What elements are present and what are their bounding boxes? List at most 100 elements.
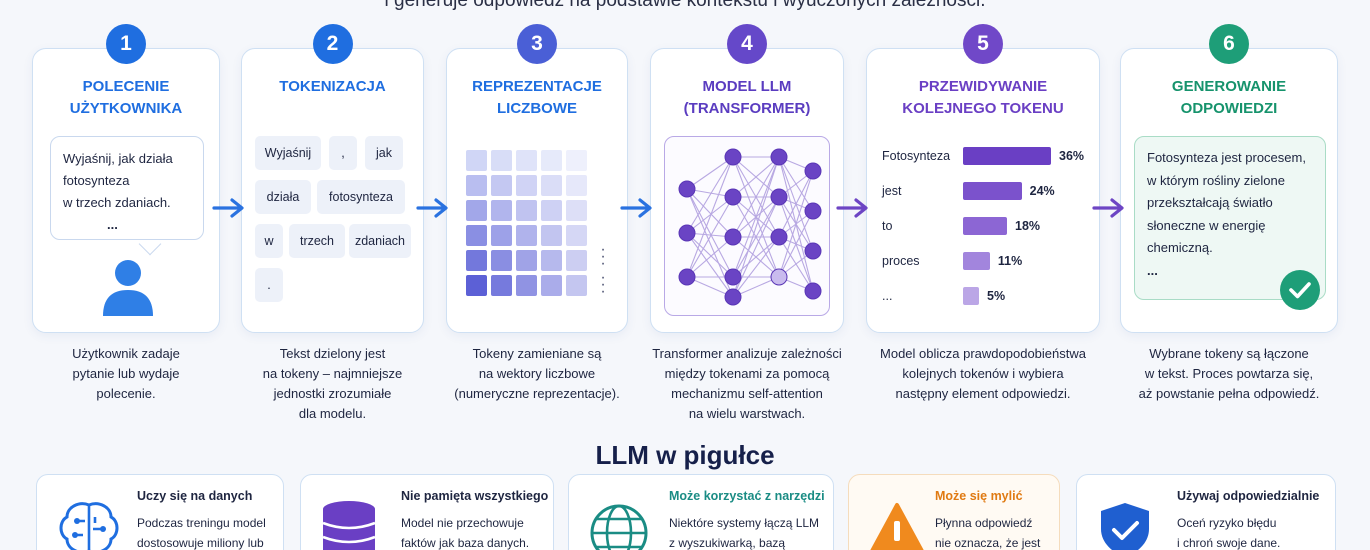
- network-connection: [686, 196, 734, 278]
- arrow-right-icon: [836, 198, 868, 218]
- token-chip: ,: [329, 136, 357, 170]
- vector-cell: [566, 225, 587, 246]
- token-chip: zdaniach: [349, 224, 411, 258]
- network-connection: [686, 188, 734, 278]
- vector-cell: [541, 175, 562, 196]
- network-node: [678, 224, 696, 242]
- network-connection: [732, 236, 780, 298]
- network-node: [724, 268, 742, 286]
- token-chip: działa: [255, 180, 311, 214]
- vector-cell: [516, 275, 537, 296]
- probability-bar: [963, 147, 1051, 165]
- neural-network-box: [664, 136, 830, 316]
- vector-cell: [541, 225, 562, 246]
- prompt-speech-bubble: Wyjaśnij, jak działa fotosynteza w trzec…: [50, 136, 204, 240]
- network-connection: [778, 210, 814, 278]
- network-node: [770, 148, 788, 166]
- network-connection: [686, 196, 734, 234]
- probability-percent: 5%: [987, 289, 1006, 303]
- network-node: [770, 228, 788, 246]
- token-chip: Wyjaśnij: [255, 136, 321, 170]
- warning-icon: [870, 503, 924, 550]
- arrow-right-icon: [416, 198, 448, 218]
- vector-cell: [491, 250, 512, 271]
- token-chip: w: [255, 224, 283, 258]
- vector-cell: [541, 200, 562, 221]
- network-connection: [732, 156, 780, 238]
- summary-card-tools: Może korzystać z narzędzi Niektóre syste…: [568, 474, 834, 550]
- step-title: MODEL LLM (TRANSFORMER): [683, 78, 811, 117]
- network-node: [724, 148, 742, 166]
- vector-cell: [516, 175, 537, 196]
- network-connection: [686, 232, 734, 298]
- database-icon: [322, 501, 376, 550]
- network-node: [804, 162, 822, 180]
- prediction-token: Fotosynteza: [882, 149, 951, 163]
- vector-cell: [466, 200, 487, 221]
- step-description: Użytkownik zadaje pytanie lub wydaje pol…: [72, 346, 180, 401]
- more-rows-dots: ···: [600, 241, 606, 272]
- vector-cell: [516, 225, 537, 246]
- step-description: Transformer analizuje zależności między …: [652, 346, 842, 421]
- vector-cell: [566, 200, 587, 221]
- step-number-badge: 5: [963, 24, 1003, 64]
- step-title: POLECENIE UŻYTKOWNIKA: [69, 78, 183, 117]
- network-connection: [686, 156, 734, 278]
- prediction-token: jest: [882, 184, 902, 198]
- token-chip: jak: [365, 136, 403, 170]
- step-title: GENEROWANIE ODPOWIEDZI: [1171, 78, 1287, 117]
- intro-text: i generuje odpowiedź na podstawie kontek…: [384, 0, 986, 11]
- vector-cell: [466, 275, 487, 296]
- token-chip: fotosynteza: [317, 180, 405, 214]
- network-connection: [732, 156, 780, 198]
- vector-cell: [566, 275, 587, 296]
- prediction-token: proces: [882, 254, 920, 268]
- probability-percent: 24%: [1029, 184, 1055, 198]
- network-connection: [732, 196, 780, 298]
- vector-cell: [516, 150, 537, 171]
- network-node: [724, 288, 742, 306]
- more-rows-dots: ···: [600, 269, 606, 300]
- vector-cell: [466, 175, 487, 196]
- probability-bar: [963, 252, 990, 270]
- summary-card-memory: Nie pamięta wszystkiego Model nie przech…: [300, 474, 554, 550]
- prediction-token: to: [882, 219, 893, 233]
- vector-cell: [516, 200, 537, 221]
- network-node: [770, 188, 788, 206]
- token-chip: .: [255, 268, 283, 302]
- vector-cell: [541, 250, 562, 271]
- network-connection: [686, 236, 734, 278]
- step-description: Tekst dzielony jest na tokeny – najmniej…: [262, 346, 403, 421]
- network-node: [724, 188, 742, 206]
- network-connection: [686, 188, 734, 238]
- step-title: TOKENIZACJA: [279, 78, 386, 95]
- vector-cell: [566, 150, 587, 171]
- probability-percent: 36%: [1059, 149, 1085, 163]
- probability-percent: 18%: [1015, 219, 1041, 233]
- summary-title: LLM w pigułce: [595, 440, 775, 470]
- network-node: [724, 228, 742, 246]
- step-title: REPREZENTACJE LICZBOWE: [472, 78, 602, 117]
- vector-cell: [466, 150, 487, 171]
- vector-cell: [491, 225, 512, 246]
- vector-cell: [466, 250, 487, 271]
- network-connection: [732, 196, 780, 278]
- vector-cell: [466, 225, 487, 246]
- brain-icon: [59, 502, 119, 550]
- step-description: Model oblicza prawdopodobieństwa kolejny…: [880, 346, 1086, 401]
- network-connection: [732, 156, 780, 278]
- vector-cell: [491, 200, 512, 221]
- network-connection: [686, 232, 734, 278]
- prediction-token: ...: [882, 289, 893, 303]
- network-connection: [686, 156, 734, 234]
- step-title: PRZEWIDYWANIE KOLEJNEGO TOKENU: [902, 78, 1064, 117]
- network-node: [804, 202, 822, 220]
- network-node: [804, 242, 822, 260]
- probability-percent: 11%: [997, 254, 1023, 268]
- network-connection: [686, 156, 734, 190]
- network-connection: [732, 236, 780, 278]
- arrow-right-icon: [620, 198, 652, 218]
- step-number-badge: 2: [312, 24, 353, 64]
- network-node: [678, 180, 696, 198]
